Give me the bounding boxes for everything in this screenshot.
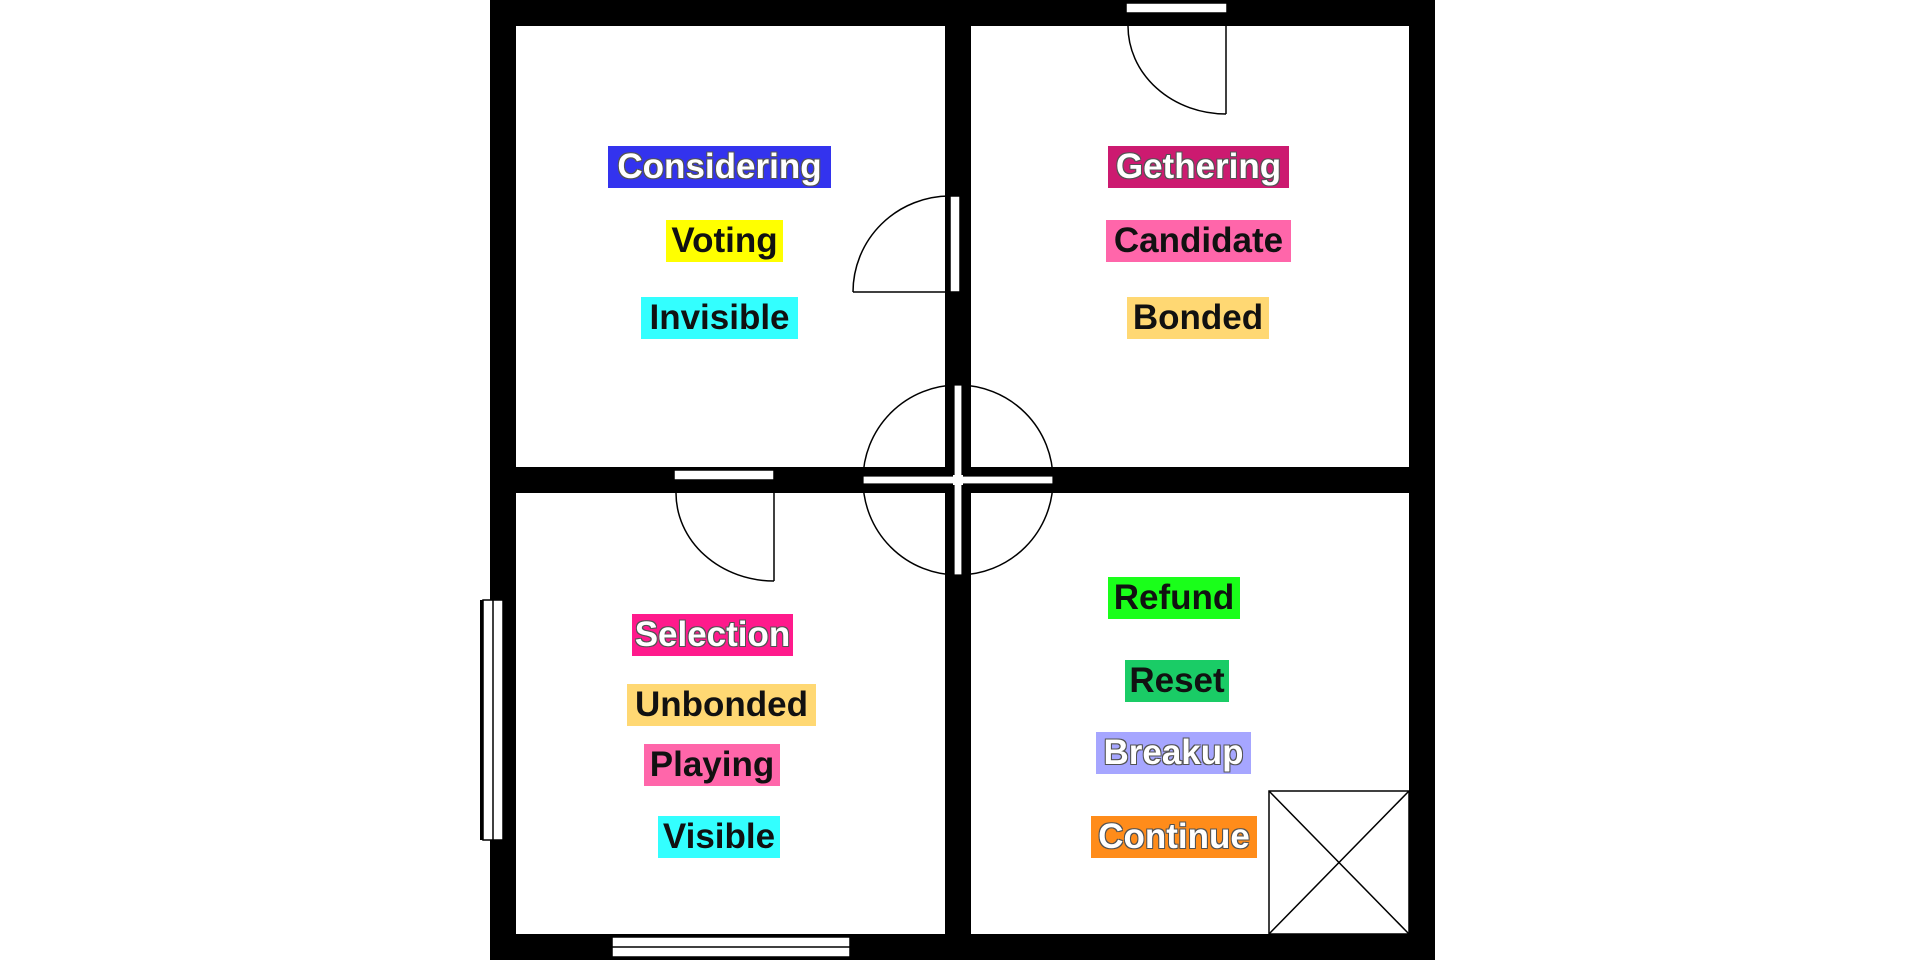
label-visible: Visible <box>658 816 780 858</box>
label-gethering: Gethering <box>1108 146 1289 188</box>
label-voting: Voting <box>666 220 783 262</box>
label-selection: Selection <box>632 614 793 656</box>
elevator-shaft <box>1268 790 1410 935</box>
window-bottom <box>611 936 851 958</box>
label-refund: Refund <box>1108 577 1240 619</box>
door-top-right-room <box>1127 25 1227 115</box>
label-bonded: Bonded <box>1127 297 1269 339</box>
door-top-left-room <box>852 195 961 293</box>
label-playing: Playing <box>644 744 780 786</box>
label-reset: Reset <box>1125 660 1229 702</box>
revolving-door <box>862 384 1054 576</box>
label-unbonded: Unbonded <box>627 684 816 726</box>
window-left <box>480 599 506 841</box>
label-candidate: Candidate <box>1106 220 1291 262</box>
window-top <box>1125 2 1228 14</box>
label-continue: Continue <box>1091 816 1257 858</box>
label-considering: Considering <box>608 146 831 188</box>
door-bottom-left-room <box>673 469 775 582</box>
label-breakup: Breakup <box>1096 732 1251 774</box>
label-invisible: Invisible <box>641 297 798 339</box>
